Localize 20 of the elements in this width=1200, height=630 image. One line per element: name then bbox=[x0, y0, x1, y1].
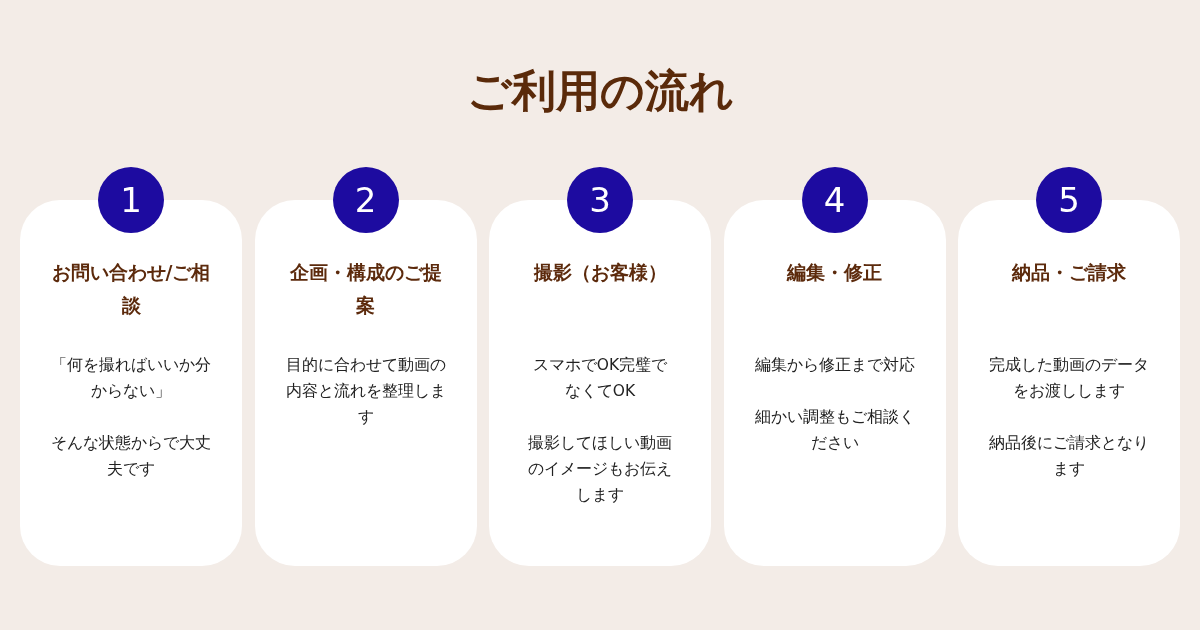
step-description: そんな状態からで大丈夫です bbox=[51, 433, 211, 480]
step-number-circle: 4 bbox=[801, 167, 868, 233]
step-number-circle: 1 bbox=[98, 167, 164, 233]
step-number-circle: 3 bbox=[567, 167, 633, 233]
step-description: 細かい調整もご相談ください bbox=[754, 407, 915, 454]
step-heading: お問い合わせ/ご相談 bbox=[51, 260, 211, 318]
step-heading: 企画・構成のご提案 bbox=[288, 260, 443, 318]
step-description: 完成した動画のデータをお渡しします bbox=[988, 355, 1150, 402]
step-heading: 納品・ご請求 bbox=[1010, 260, 1127, 285]
step-description: 撮影してほしい動画のイメージもお伝えします bbox=[527, 433, 673, 506]
step-description: 編集から修正まで対応 bbox=[754, 355, 915, 376]
step-heading: 撮影（お客様） bbox=[532, 260, 668, 285]
step-number-circle: 2 bbox=[332, 167, 399, 233]
step-description: 「何を撮ればいいか分からない」 bbox=[51, 355, 211, 402]
step-number-circle: 5 bbox=[1036, 167, 1102, 233]
step-description: スマホでOK完璧でなくてOK bbox=[531, 355, 669, 402]
step-heading: 編集・修正 bbox=[785, 260, 883, 285]
step-description: 目的に合わせて動画の内容と流れを整理します bbox=[284, 355, 447, 428]
step-description: 納品後にご請求となります bbox=[988, 433, 1150, 480]
page-title: ご利用の流れ bbox=[465, 64, 735, 118]
